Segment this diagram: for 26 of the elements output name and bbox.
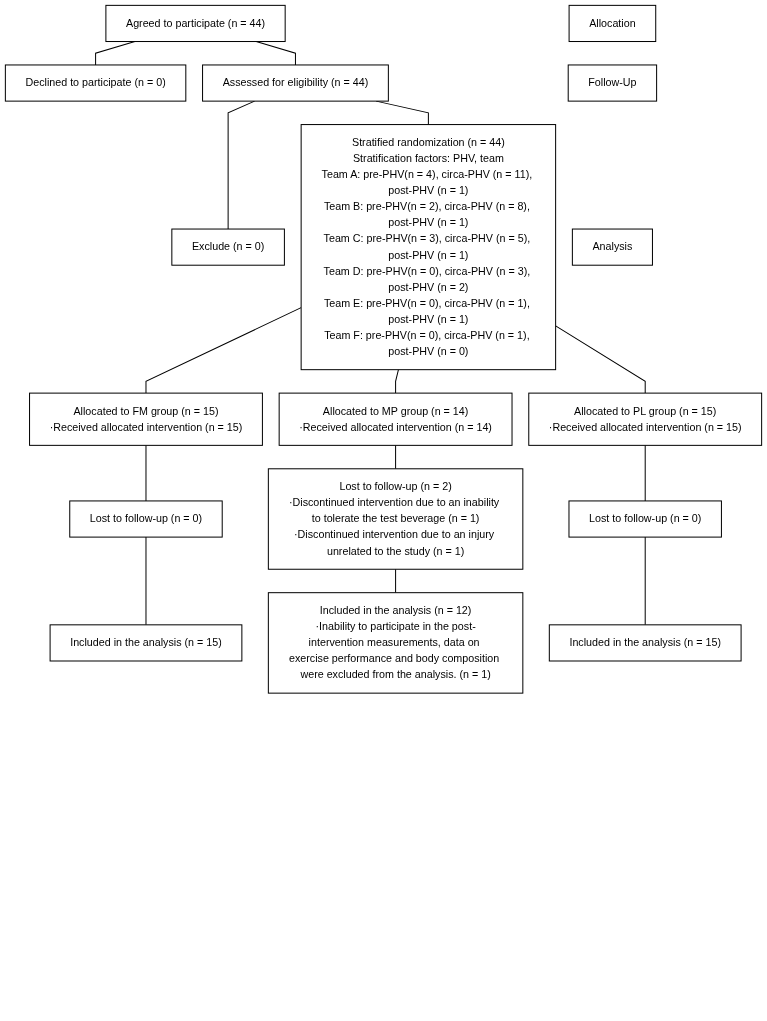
node-box: Included in the analysis (n = 15) [548,624,742,662]
node-box: Declined to participate (n = 0) [4,64,187,102]
connector [395,369,399,394]
node-box: Lost to follow-up (n = 2) ·Discontinued intervention due to an inability to tolerate the test beverage (n = 1) ·Discontinued intervention due to an injury unrelated to the study (n = 1) [267,468,524,570]
node-box: Allocation [568,4,657,42]
connector [395,568,397,594]
node-box: Included in the analysis (n = 12) ·Inability to participate in the post-intervention measurements, data on exercise performance and body composition were excluded from the analysis. (n = 1) [267,592,524,694]
node-box: Included in the analysis (n = 15) [49,624,243,662]
connector [145,307,302,394]
node-box: Analysis [571,228,653,266]
node-box: Exclude (n = 0) [171,228,285,266]
node-box: Lost to follow-up (n = 0) [69,500,223,538]
connector [395,444,397,470]
node-box: Allocated to PL group (n = 15) ·Received allocated intervention (n = 15) [528,392,763,446]
node-box: Agreed to participate (n = 44) [105,4,286,42]
node-box: Follow-Up [567,64,658,102]
connector [555,325,646,394]
connector [145,444,147,502]
node-box: Allocated to FM group (n = 15) ·Received allocated intervention (n = 15) [29,392,263,446]
connector [644,536,646,626]
node-box: Assessed for eligibility (n = 44) [202,64,389,102]
node-box: Allocated to MP group (n = 14) ·Received allocated intervention (n = 14) [278,392,513,446]
node-box: Stratified randomization (n = 44) Stratification factors: PHV, team Team A: pre-PHV(n = 4), circa-PHV (n = 11), post-PHV (n = 1) Team B: pre-PHV(n = 2), circa-PHV (n = 8), post-PHV (n = 1) Team C: pre-PHV(n = 3), circa-PHV (n = 5), post-PHV (n = 1) Team D: pre-PHV(n = 0), circa-PHV (n = 3), post-PHV (n = 2) Team E: pre-PHV(n = 0), circa-PHV (n = 1), post-PHV (n = 1) Team F: pre-PHV(n = 0), circa-PHV (n = 1), post-PHV (n = 0) [300,124,557,371]
node-box: Lost to follow-up (n = 0) [568,500,722,538]
connector [644,444,646,502]
connector [145,536,147,626]
